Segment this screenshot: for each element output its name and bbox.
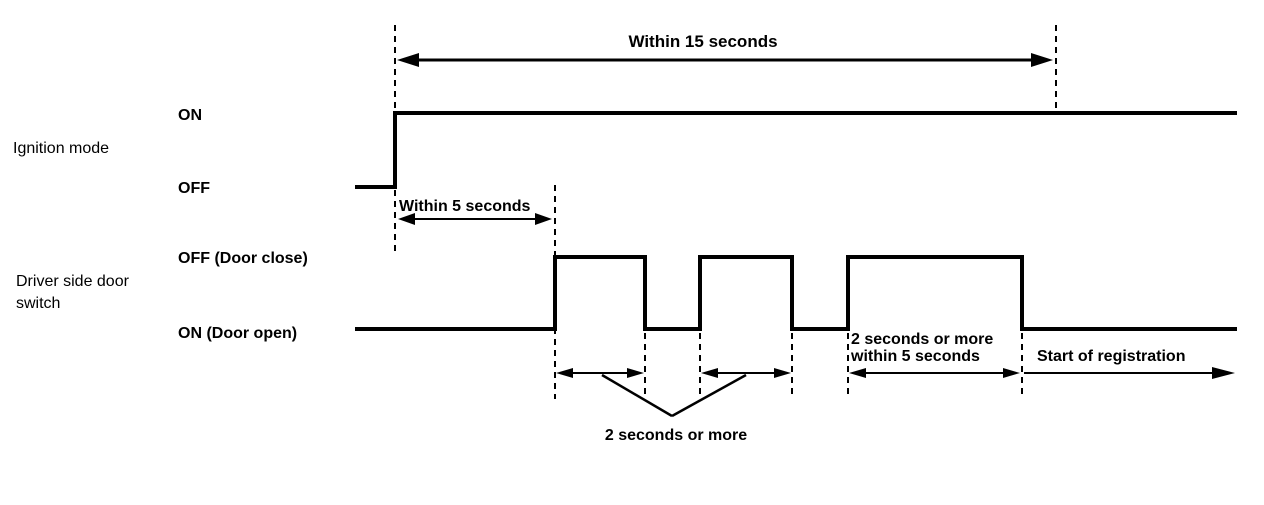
- start-of-registration-text: Start of registration: [1037, 348, 1185, 365]
- door-switch-label-line1: Driver side door: [16, 273, 130, 290]
- arrowhead-left-icon: [398, 213, 415, 225]
- within-15s-text: Within 15 seconds: [628, 32, 777, 51]
- arrowhead-left-icon: [556, 368, 573, 378]
- arrowhead-left-icon: [701, 368, 718, 378]
- door-switch-label-line2: switch: [16, 295, 60, 312]
- ignition-mode-label: Ignition mode: [13, 140, 109, 157]
- callout-pointer: [601, 373, 747, 418]
- door-on-label: ON (Door open): [178, 325, 297, 342]
- door-switch-waveform: [355, 255, 1237, 331]
- arrowhead-right-icon: [774, 368, 791, 378]
- final-pulse-text-line1: 2 seconds or more: [851, 331, 993, 348]
- arrowhead-right-icon: [1212, 367, 1235, 379]
- arrow-start-of-registration: [1024, 367, 1235, 379]
- arrow-within-15s: [397, 53, 1053, 67]
- pulse-width-text: 2 seconds or more: [605, 427, 747, 444]
- final-pulse-text-line2: within 5 seconds: [850, 348, 980, 365]
- arrowhead-right-icon: [1031, 53, 1053, 67]
- arrowhead-right-icon: [1003, 368, 1020, 378]
- arrowhead-left-icon: [849, 368, 866, 378]
- arrowhead-right-icon: [627, 368, 644, 378]
- arrow-pulse3-width: [849, 368, 1020, 378]
- within-5s-text: Within 5 seconds: [399, 198, 531, 215]
- arrow-pulse2-width: [701, 368, 791, 378]
- callout-pointer-left-line: [601, 373, 673, 418]
- door-off-label: OFF (Door close): [178, 250, 308, 267]
- arrow-within-5s: [398, 213, 552, 225]
- arrowhead-left-icon: [397, 53, 419, 67]
- arrowhead-right-icon: [535, 213, 552, 225]
- callout-pointer-right-line: [671, 373, 747, 418]
- ignition-off-label: OFF: [178, 180, 210, 197]
- ignition-on-label: ON: [178, 107, 202, 124]
- arrow-pulse1-width: [556, 368, 644, 378]
- ignition-waveform: [355, 111, 1237, 189]
